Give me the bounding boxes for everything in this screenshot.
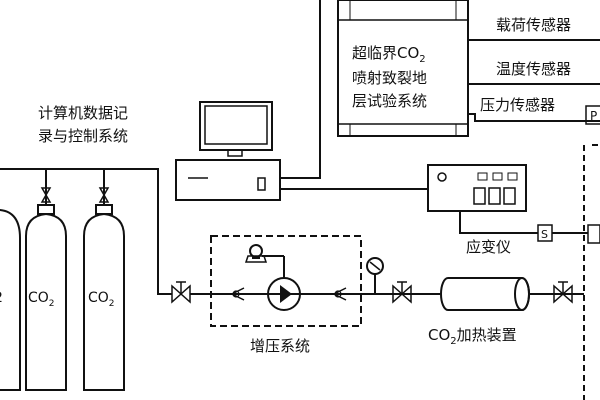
co2-cylinder-middle: CO2 bbox=[25, 183, 67, 391]
strain-connector bbox=[459, 211, 538, 234]
strain-s-letter: S bbox=[541, 228, 548, 241]
cylinder-valve-icon bbox=[40, 187, 52, 203]
booster-label: 增压系统 bbox=[250, 337, 310, 355]
heater-label: CO2加热装置 bbox=[428, 326, 517, 347]
test-system-box: 超临界CO2 喷射致裂地 层试验系统 bbox=[337, 0, 469, 137]
co2-label-middle: CO2 bbox=[28, 290, 55, 309]
computer-icon bbox=[175, 101, 281, 201]
co2-cylinder-right: CO2 bbox=[83, 183, 125, 391]
pressure-box-letter: P bbox=[590, 109, 597, 123]
pressure-sensor-label: 压力传感器 bbox=[480, 96, 555, 114]
co2-cylinder-left: 2 bbox=[0, 208, 21, 391]
pressure-gauge-icon bbox=[366, 257, 384, 294]
computer-to-system-line bbox=[280, 0, 321, 179]
main-feed-line bbox=[0, 168, 172, 295]
system-title-line1: 超临界CO2 bbox=[352, 44, 426, 65]
vessel-port bbox=[587, 224, 600, 244]
computer-label-line1: 计算机数据记 bbox=[38, 104, 128, 122]
booster-system-box bbox=[210, 235, 362, 327]
computer-label-line2: 录与控制系统 bbox=[38, 127, 128, 145]
pressure-sensor-box bbox=[585, 105, 600, 125]
check-valve-left-icon bbox=[230, 287, 245, 301]
sensor-group: 载荷传感器 温度传感器 压力传感器 P bbox=[468, 16, 600, 125]
co2-heater-icon bbox=[440, 277, 530, 311]
co2-label-left: 2 bbox=[0, 290, 3, 306]
valve-2-icon bbox=[392, 281, 412, 304]
system-title-line2: 喷射致裂地 bbox=[352, 69, 427, 87]
temperature-sensor-label: 温度传感器 bbox=[496, 60, 571, 78]
strain-meter-label: 应变仪 bbox=[466, 238, 511, 256]
cylinder-valve-icon bbox=[98, 187, 110, 203]
check-valve-right-icon bbox=[332, 287, 347, 301]
system-title-line3: 层试验系统 bbox=[352, 92, 427, 110]
valve-3-icon bbox=[553, 281, 573, 304]
valve-1-icon bbox=[171, 281, 191, 304]
co2-label-right: CO2 bbox=[88, 290, 115, 309]
strain-meter bbox=[427, 164, 527, 212]
pump-icon bbox=[244, 244, 301, 311]
load-sensor-label: 载荷传感器 bbox=[496, 16, 571, 34]
